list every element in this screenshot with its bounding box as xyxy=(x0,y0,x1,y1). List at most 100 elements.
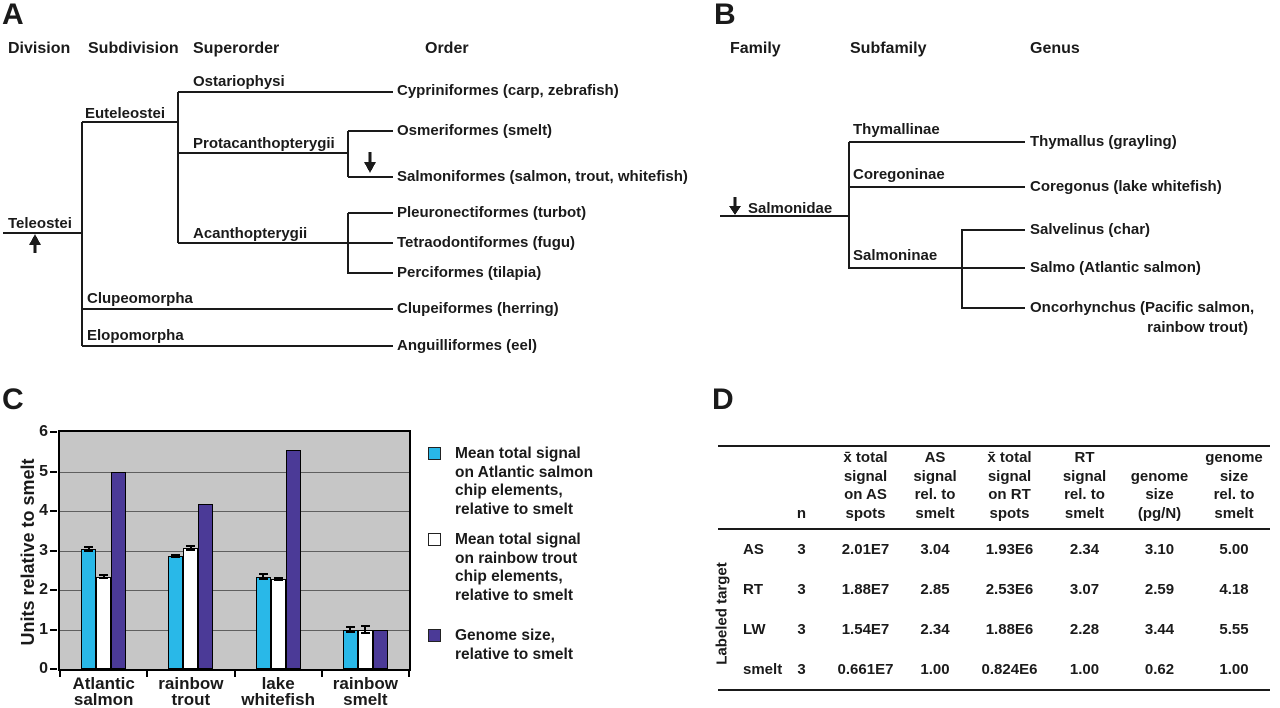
table-row-label: RT xyxy=(743,581,763,599)
table-cell: 3 xyxy=(797,620,806,638)
panel-a-header-superorder: Superorder xyxy=(193,40,280,57)
panel-b-subfamily-thymallinae: Thymallinae xyxy=(853,121,940,138)
panel-b-genus-salmo: Salmo (Atlantic salmon) xyxy=(1030,259,1201,276)
panel-b-genus-salvelinus: Salvelinus (char) xyxy=(1030,221,1151,238)
panel-b-genus-oncorhynchus-line2: rainbow trout) xyxy=(1147,319,1248,336)
panel-b-family-salmonidae: Salmonidae xyxy=(748,200,833,217)
panel-a-superorder-acanthopterygii: Acanthopterygii xyxy=(193,225,308,242)
panel-a-subdivision-elopomorpha: Elopomorpha xyxy=(87,327,184,344)
error-bar-cap xyxy=(171,554,181,557)
legend-swatch xyxy=(428,533,441,546)
up-arrow-icon xyxy=(29,234,41,245)
table-col-header-1: x̄ total signal on AS spots xyxy=(843,449,888,522)
bar-Atlantic-salmon-s1 xyxy=(96,576,111,669)
panel-a-superorder-protacanthopterygii: Protacanthopterygii xyxy=(193,135,335,152)
x-tick-mark xyxy=(320,671,323,677)
legend-item-0: Mean total signal on Atlantic salmon chi… xyxy=(428,445,663,519)
error-bar-cap xyxy=(345,625,355,628)
table-row-label: smelt xyxy=(743,660,783,678)
error-bar xyxy=(87,545,90,553)
bar-lake-whitefish-s0 xyxy=(255,576,271,669)
error-bar xyxy=(102,573,105,580)
legend-label: Mean total signal on Atlantic salmon chi… xyxy=(455,445,594,518)
y-tick-label: 1 xyxy=(39,620,48,638)
gridline xyxy=(60,511,409,512)
panel-b-genus-thymallus: Thymallus (grayling) xyxy=(1030,133,1177,150)
error-bar-cap xyxy=(186,544,196,547)
table-cell: 2.34 xyxy=(920,620,950,638)
panel-a-subdivision-euteleostei: Euteleostei xyxy=(85,105,166,122)
error-bar-cap xyxy=(84,550,93,553)
bar-rainbow-trout-s2 xyxy=(198,503,214,669)
table-cell: 2.59 xyxy=(1144,581,1175,599)
table-cell: 1.00 xyxy=(1219,660,1249,678)
bar-rainbow-smelt-s1 xyxy=(357,629,373,669)
x-category-label: rainbow trout xyxy=(158,674,224,708)
error-bar-cap xyxy=(273,578,283,581)
table-cell: 2.01E7 xyxy=(841,541,890,559)
y-tick-label: 3 xyxy=(39,541,48,559)
table-cell: 3 xyxy=(797,541,806,559)
panel-b-header-genus: Genus xyxy=(1030,40,1080,57)
panel-a-order-perciformes: Perciformes (tilapia) xyxy=(397,264,542,281)
y-tick-mark xyxy=(50,628,57,631)
table-cell: 2.28 xyxy=(1069,620,1100,638)
table-cell: 0.62 xyxy=(1144,660,1175,678)
table-cell: 0.824E6 xyxy=(981,660,1038,678)
bar-rainbow-smelt-s0 xyxy=(342,629,358,669)
panel-c-letter: C xyxy=(2,383,24,416)
gridline xyxy=(60,590,409,591)
table-cell: 3 xyxy=(797,581,806,599)
table-cell: 2.53E6 xyxy=(985,581,1034,599)
panel-a-order-clupeiformes: Clupeiformes (herring) xyxy=(397,300,559,317)
error-bar xyxy=(364,624,367,635)
panel-a-division-teleostei: Teleostei xyxy=(8,215,72,232)
legend-item-2: Genome size, relative to smelt xyxy=(428,627,663,664)
panel-a-order-salmoniformes: Salmoniformes (salmon, trout, whitefish) xyxy=(397,168,688,185)
bar-Atlantic-salmon-s0 xyxy=(81,548,96,669)
bar-lake-whitefish-s2 xyxy=(285,449,301,669)
x-tick-mark xyxy=(146,671,149,677)
y-tick-mark xyxy=(50,549,57,552)
panel-a-subdivision-clupeomorpha: Clupeomorpha xyxy=(87,290,193,307)
error-bar-cap xyxy=(99,577,108,580)
error-bar-cap xyxy=(360,632,370,635)
table-cell: 1.54E7 xyxy=(841,620,890,638)
plot-area xyxy=(58,430,411,671)
table-col-header-6: genome size rel. to smelt xyxy=(1205,449,1263,522)
table-col-header-0: n xyxy=(796,504,807,522)
y-tick-label: 5 xyxy=(39,462,48,480)
table-cell: 3 xyxy=(797,660,806,678)
table-col-header-2: AS signal rel. to smelt xyxy=(913,449,957,522)
panel-a-order-cypriniformes: Cypriniformes (carp, zebrafish) xyxy=(397,82,619,99)
table-header-row: n x̄ total signal on AS spots AS signal re… xyxy=(718,445,1270,530)
error-bar-cap xyxy=(186,548,196,551)
error-bar-cap xyxy=(99,573,108,576)
y-tick-mark xyxy=(50,668,57,670)
panel-b-genus-coregonus: Coregonus (lake whitefish) xyxy=(1030,178,1222,195)
table-cell: 4.18 xyxy=(1219,581,1249,599)
down-arrow-icon xyxy=(364,162,376,173)
y-tick-label: 4 xyxy=(39,502,48,519)
y-tick-mark xyxy=(50,470,57,473)
bar-lake-whitefish-s1 xyxy=(270,578,286,669)
table-cell: 5.00 xyxy=(1219,541,1249,559)
error-bar xyxy=(262,573,264,580)
x-category-label: Atlantic salmon xyxy=(72,674,135,708)
y-tick-mark xyxy=(50,589,57,591)
panel-a-superorder-ostariophysi: Ostariophysi xyxy=(193,73,285,90)
table-cell: 1.93E6 xyxy=(985,541,1034,559)
y-tick-mark xyxy=(50,431,57,433)
table-cell: 3.10 xyxy=(1144,541,1175,559)
panel-a-header-subdivision: Subdivision xyxy=(88,40,179,57)
panel-d-letter: D xyxy=(712,383,734,416)
table-col-header-5: genome size (pg/N) xyxy=(1130,467,1189,522)
table-cell: 1.88E6 xyxy=(985,620,1034,638)
bar-rainbow-trout-s1 xyxy=(183,547,199,669)
table-cell: 5.55 xyxy=(1219,620,1249,638)
panel-a-order-pleuronectiformes: Pleuronectiformes (turbot) xyxy=(397,204,587,221)
error-bar-cap xyxy=(258,577,268,580)
panel-b-subfamily-salmoninae: Salmoninae xyxy=(853,247,938,264)
gridline xyxy=(60,629,409,631)
